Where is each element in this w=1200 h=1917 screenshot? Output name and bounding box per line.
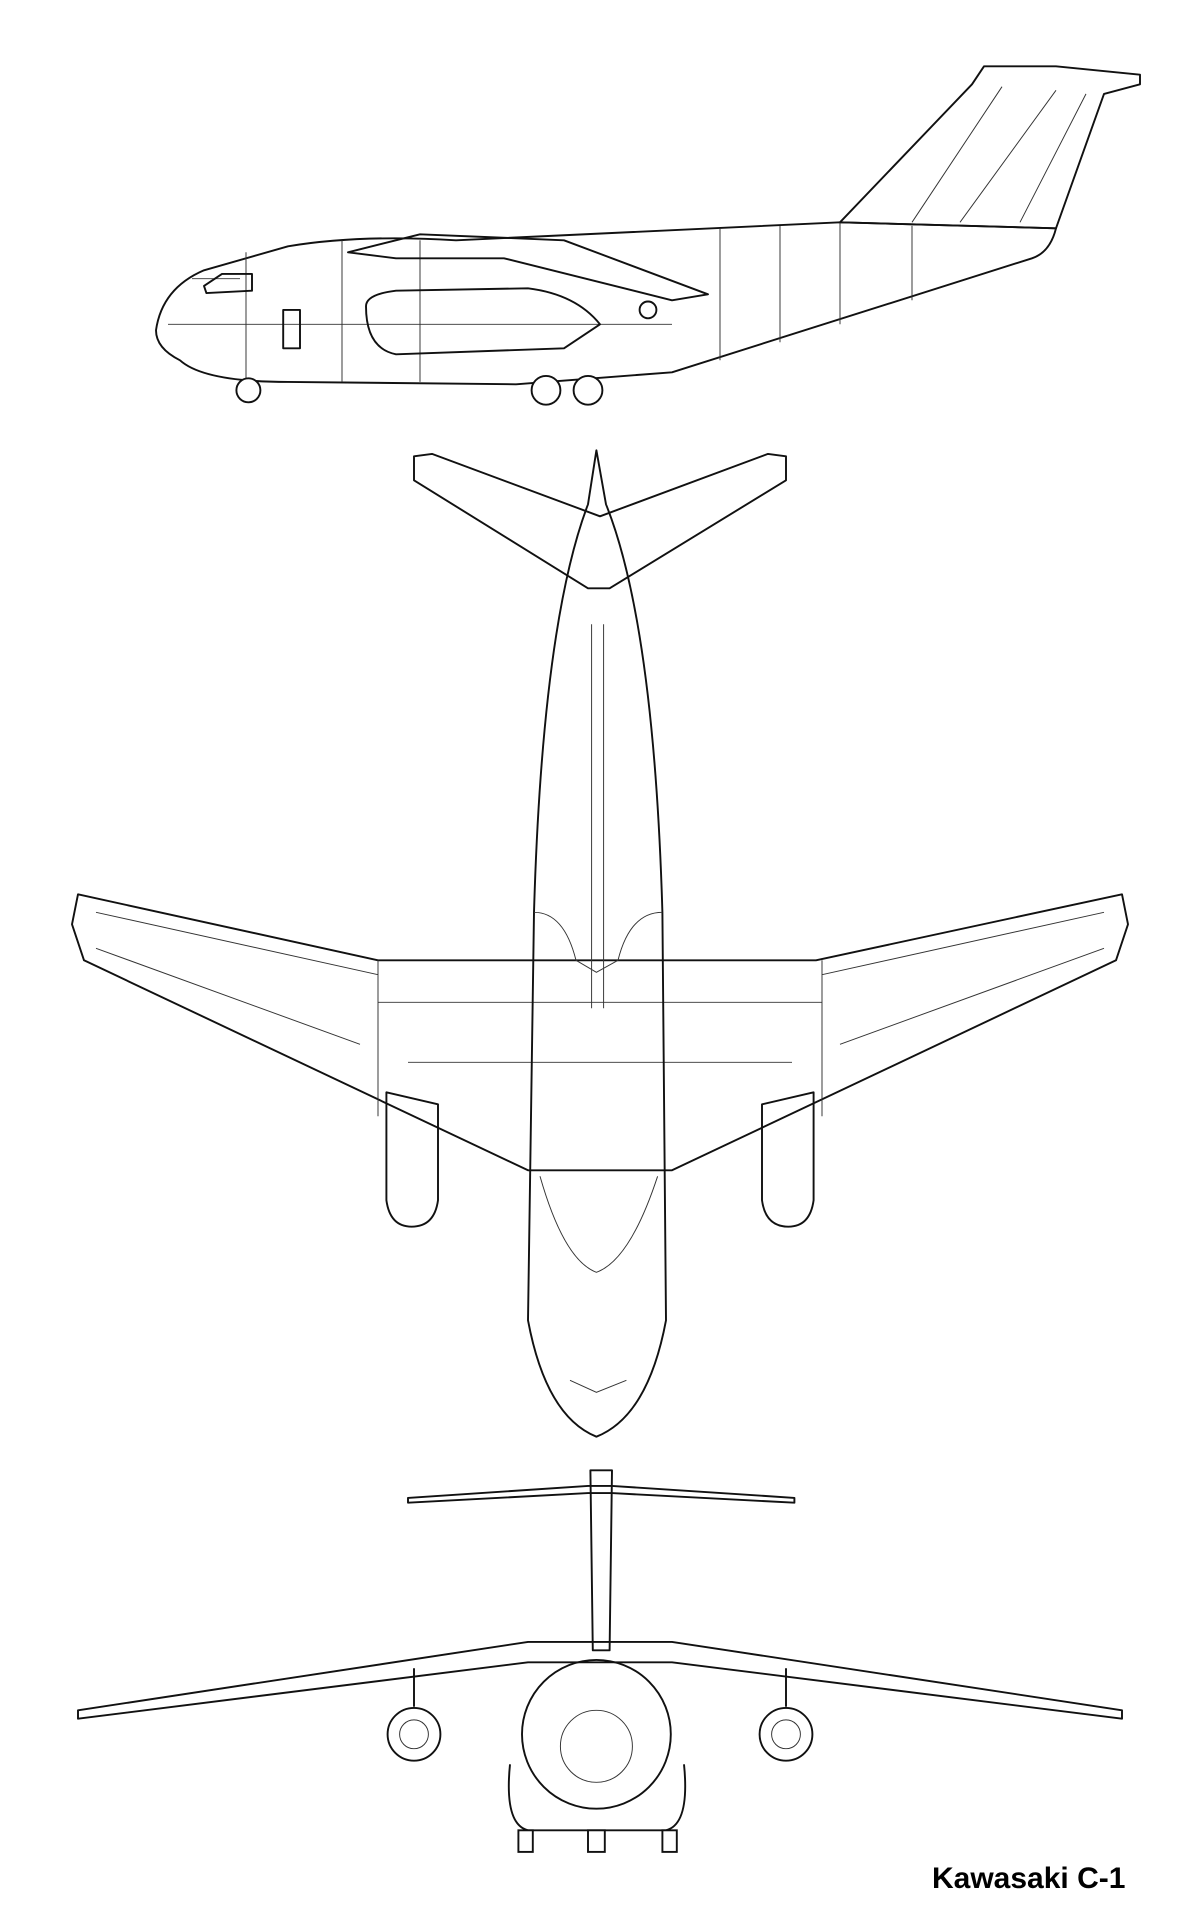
front-engine-left	[386, 1706, 442, 1762]
front-horizontal-tail	[407, 1484, 796, 1504]
top-view	[71, 449, 1129, 1438]
side-fuselage	[155, 221, 1057, 386]
side-hatch	[638, 300, 658, 320]
top-wing	[71, 893, 1129, 1172]
front-wing	[77, 1640, 1123, 1720]
nose-gear	[235, 377, 262, 404]
top-engine-left	[385, 1091, 439, 1228]
side-wing	[347, 233, 709, 302]
side-tail-fin	[839, 65, 1141, 230]
drawing-caption: Kawasaki C-1	[932, 1862, 1126, 1895]
gear-nose	[587, 1829, 606, 1853]
main-gear-front	[530, 374, 562, 406]
gear-right	[661, 1829, 678, 1853]
side-cockpit-window	[203, 272, 253, 295]
main-gear-rear	[572, 374, 604, 406]
side-engine	[365, 287, 601, 356]
top-fuselage	[527, 449, 667, 1438]
front-engine-right	[758, 1706, 814, 1762]
side-view	[155, 65, 1141, 406]
top-horizontal-tail	[413, 452, 787, 590]
front-vertical-tail	[589, 1469, 613, 1652]
front-fuselage	[521, 1658, 672, 1810]
side-door	[282, 308, 301, 350]
front-view	[77, 1469, 1123, 1853]
gear-left	[517, 1829, 534, 1853]
top-engine-right	[761, 1091, 815, 1228]
